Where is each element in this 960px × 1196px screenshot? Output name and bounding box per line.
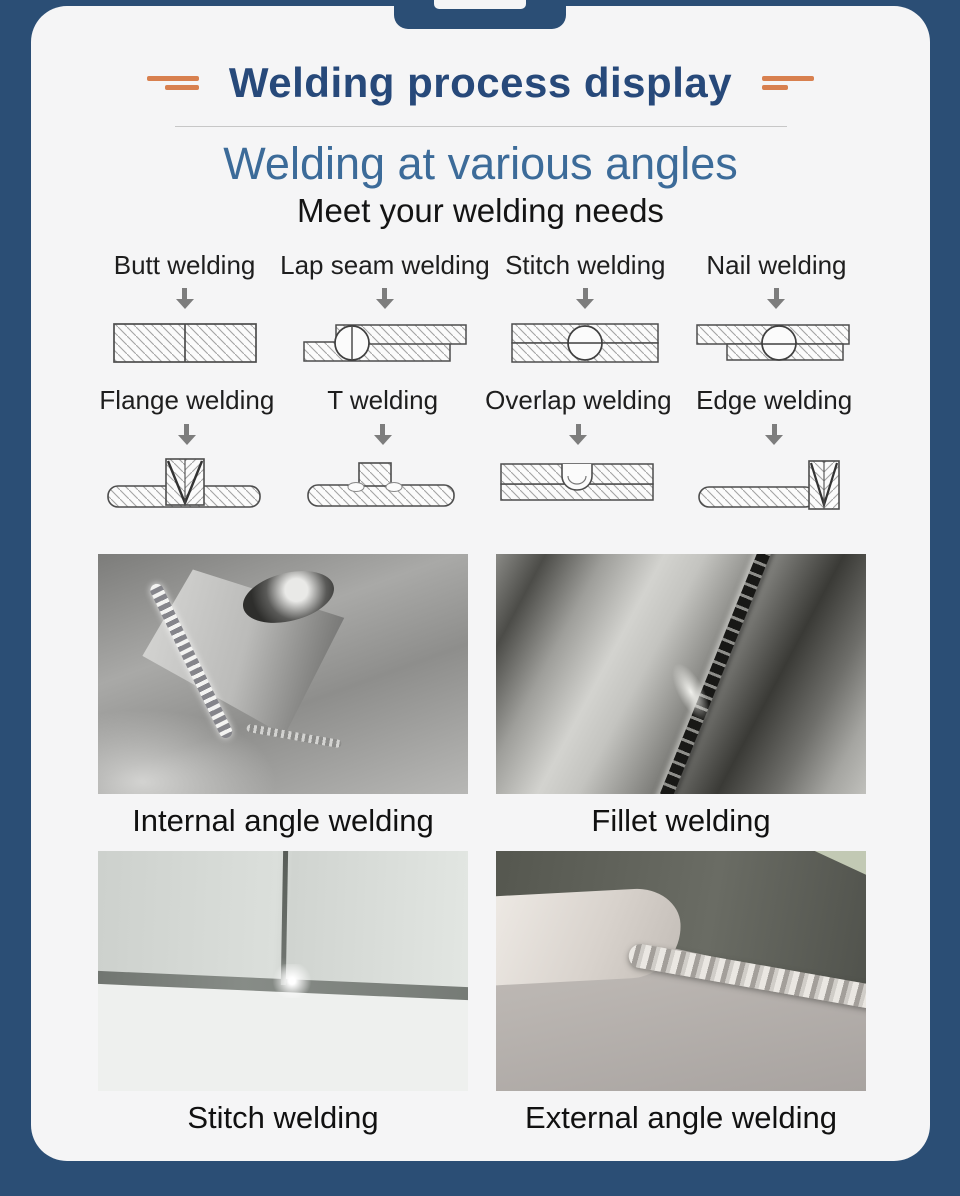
header-divider [174,126,787,128]
arrow-down-icon [177,423,196,445]
top-hanger-tab [394,0,566,29]
process-label: Stitch welding [505,249,666,280]
arrow-down-icon [175,288,194,310]
nail-welding-diagram [696,324,851,362]
external-angle-welding-photo [496,850,866,1091]
process-item-lap-seam-welding: Lap seam welding [280,249,490,369]
figure-internal-angle-welding: Internal angle welding [98,553,468,841]
content-card: Welding process display Welding at vario… [31,6,930,1161]
photo-caption: Fillet welding [591,802,771,838]
arrow-down-icon [373,423,392,445]
photo-caption: External angle welding [525,1099,837,1135]
figure-stitch-welding: Stitch welding [98,850,468,1138]
internal-angle-welding-photo [98,553,468,794]
photo-layer [270,963,315,998]
figure-fillet-welding: Fillet welding [496,553,866,841]
process-item-overlap-welding: Overlap welding [481,384,677,512]
stitch-welding-photo [98,850,468,1091]
process-row-2: Flange welding T welding [31,384,930,512]
flange-welding-diagram [107,458,261,508]
process-label: Edge welding [696,385,853,416]
process-label: Overlap welding [485,385,672,416]
photo-grid: Internal angle welding Fillet welding [31,553,930,1138]
orange-dash-decoration-left [146,76,199,91]
process-item-stitch-welding: Stitch welding [490,249,681,369]
card-content: Welding process display Welding at vario… [31,6,930,1137]
photo-caption: Internal angle welding [132,802,434,838]
process-item-nail-welding: Nail welding [681,249,872,369]
orange-dash-decoration-right [762,76,815,91]
process-label: Lap seam welding [280,249,490,280]
butt-welding-diagram [112,323,257,364]
process-item-edge-welding: Edge welding [676,384,872,512]
arrow-down-icon [765,423,784,445]
arrow-down-icon [576,288,595,310]
page-title: Welding process display [228,59,733,106]
arrow-down-icon [767,288,786,310]
process-label: Nail welding [706,249,847,280]
photo-caption: Stitch welding [187,1099,379,1135]
process-item-t-welding: T welding [285,384,481,512]
top-hanger-slot [434,0,526,9]
edge-welding-diagram [698,460,840,510]
fillet-welding-photo [496,553,866,794]
process-row-1: Butt welding Lap seam welding [31,249,930,369]
process-label: Flange welding [99,385,275,416]
lap-seam-welding-diagram [303,324,467,363]
figure-external-angle-welding: External angle welding [496,850,866,1138]
t-welding-diagram [306,462,455,507]
arrow-down-icon [375,288,394,310]
header: Welding process display [31,58,930,108]
process-label: T welding [327,385,439,416]
stitch-welding-diagram [511,323,660,364]
process-label: Butt welding [113,249,256,280]
overlap-welding-diagram [500,463,655,501]
process-item-flange-welding: Flange welding [89,384,285,512]
section-title: Welding at various angles [223,138,738,190]
section-subtitle: Meet your welding needs [297,192,664,230]
arrow-down-icon [569,423,588,445]
process-item-butt-welding: Butt welding [89,249,280,369]
